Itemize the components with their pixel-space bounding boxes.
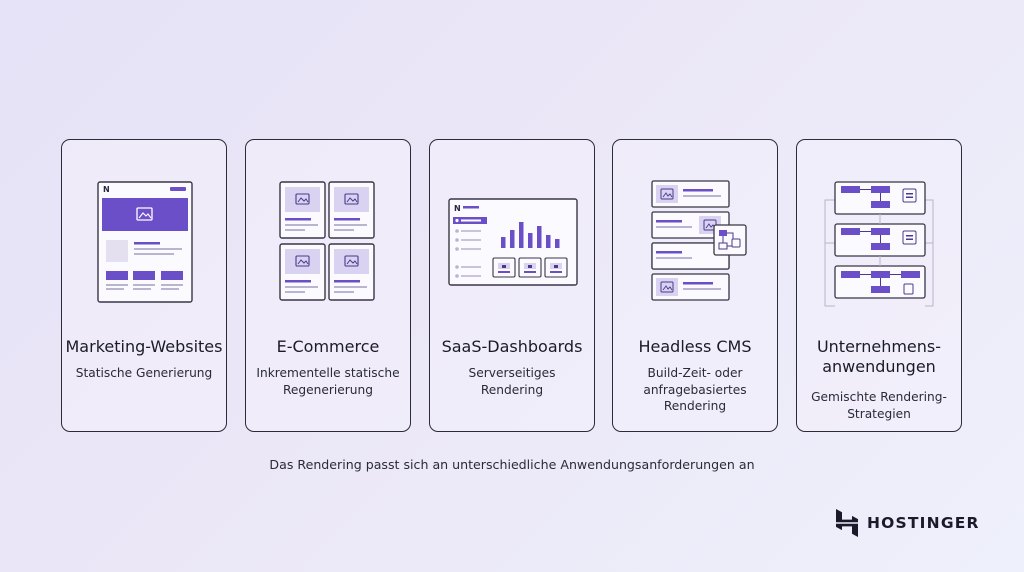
enterprise-flow-illustration <box>824 181 934 307</box>
diagram-caption: Das Rendering passt sich an unterschiedl… <box>269 457 755 472</box>
card-subtitle: Statische Generierung <box>75 366 213 380</box>
dashboard-illustration: N <box>448 198 578 286</box>
card-headless-cms: Headless CMS Build-Zeit- oder anfragebas… <box>612 139 778 432</box>
card-subtitle: Inkrementelle statische Regenerierung <box>256 366 400 397</box>
hostinger-logo-icon <box>836 509 858 537</box>
card-subtitle: Build-Zeit- oder anfragebasiertes Render… <box>643 366 747 413</box>
card-saas-dashboards: N SaaS-Dashboards Serverseitiges Renderi… <box>429 139 595 432</box>
card-title: Headless CMS <box>638 337 752 356</box>
marketing-website-illustration: N <box>97 181 193 303</box>
card-e-commerce: E-Commerce Inkrementelle statische Regen… <box>245 139 411 432</box>
ecommerce-grid-illustration <box>279 181 375 301</box>
card-title: SaaS-Dashboards <box>441 337 583 356</box>
card-unternehmensanwendungen: Unternehmens-anwendungen Gemischte Rende… <box>796 139 962 432</box>
card-title: E-Commerce <box>276 337 380 356</box>
card-marketing-websites: N Marketing-Websites Statische Generieru… <box>61 139 227 432</box>
headless-cms-illustration <box>651 180 747 301</box>
svg-text:N: N <box>103 185 110 194</box>
card-title: Marketing-Websites <box>65 337 223 356</box>
card-subtitle: Gemischte Rendering-Strategien <box>811 390 947 421</box>
card-subtitle: Serverseitiges Rendering <box>468 366 556 397</box>
brand-name: HOSTINGER <box>867 514 980 532</box>
svg-text:N: N <box>454 204 461 213</box>
hostinger-brand: HOSTINGER <box>836 508 980 538</box>
card-title: Unternehmens-anwendungen <box>816 337 942 376</box>
